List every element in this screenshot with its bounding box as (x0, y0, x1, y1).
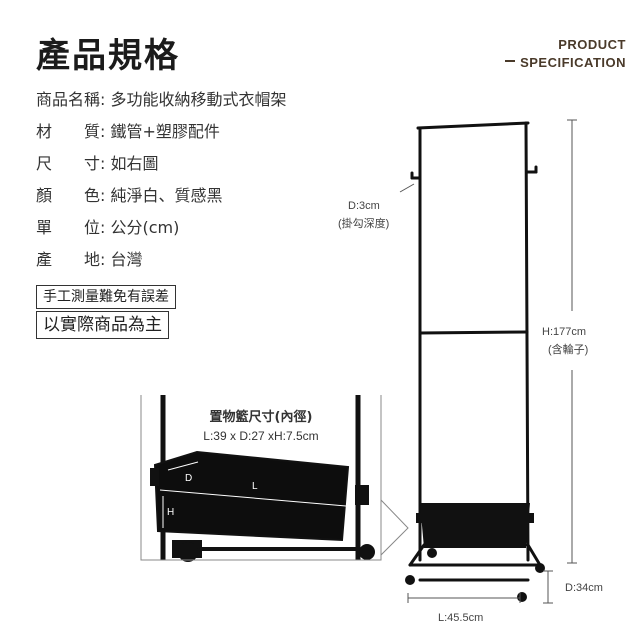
depth-label: D:34cm (565, 582, 603, 594)
spec-label: 商品名稱: (36, 90, 106, 109)
spec-value: 如右圖 (110, 154, 159, 173)
spec-row-material: 材 質: 鐵管+塑膠配件 (36, 118, 220, 142)
basket-size-value: L:39 x D:27 xH:7.5cm (203, 429, 319, 443)
inset-pointer (380, 499, 409, 556)
spec-value: 純淨白、質感黑 (110, 186, 223, 205)
hook-depth-note: (掛勾深度) (338, 218, 390, 230)
product-specification-badge: PRODUCT SPECIFICATION (520, 36, 626, 72)
spec-label: 尺 寸: (36, 154, 106, 173)
hook-depth-label: D:3cm (348, 200, 380, 212)
actual-product-note: 以實際商品為主 (36, 311, 169, 339)
page-title: 產品規格 (36, 36, 180, 76)
inset-dimension-lines (159, 461, 347, 528)
spec-label: 顏 色: (36, 186, 106, 205)
inset-border (140, 395, 382, 561)
spec-value: 台灣 (110, 250, 143, 269)
spec-value: 多功能收納移動式衣帽架 (110, 90, 287, 109)
inset-wheel (178, 542, 198, 562)
basket-clip-left (416, 513, 422, 523)
inset-wheel (359, 544, 375, 560)
spec-value: 鐵管+塑膠配件 (110, 122, 220, 141)
rack-basket (420, 503, 530, 548)
basket-detail-inset (140, 395, 409, 562)
measurement-note: 手工測量難免有誤差 (36, 285, 176, 309)
basket-label-l: L (252, 481, 258, 492)
basket-size-title: 置物籃尺寸(內徑) (209, 410, 313, 425)
spec-row-size: 尺 寸: 如右圖 (36, 150, 159, 174)
height-label: H:177cm (542, 326, 587, 338)
badge-line-1: PRODUCT (558, 37, 626, 52)
height-note: (含輪子) (548, 344, 589, 356)
spec-value: 公分(cm) (110, 218, 180, 237)
rack-wheels (405, 548, 545, 602)
basket-label-d: D (185, 473, 193, 484)
spec-row-unit: 單 位: 公分(cm) (36, 214, 179, 238)
spec-row-origin: 產 地: 台灣 (36, 246, 143, 270)
spec-row-color: 顏 色: 純淨白、質感黑 (36, 182, 223, 206)
length-label: L:45.5cm (438, 612, 484, 624)
badge-line-2: SPECIFICATION (520, 55, 626, 70)
badge-divider (505, 60, 515, 62)
basket-label-h: H (167, 507, 175, 518)
basket-clip-right (528, 513, 534, 523)
spec-label: 產 地: (36, 250, 106, 269)
inset-basket (153, 450, 350, 542)
spec-label: 材 質: (36, 122, 106, 141)
spec-label: 單 位: (36, 218, 106, 237)
dimension-lines (399, 119, 577, 604)
spec-row-name: 商品名稱: 多功能收納移動式衣帽架 (36, 86, 287, 110)
